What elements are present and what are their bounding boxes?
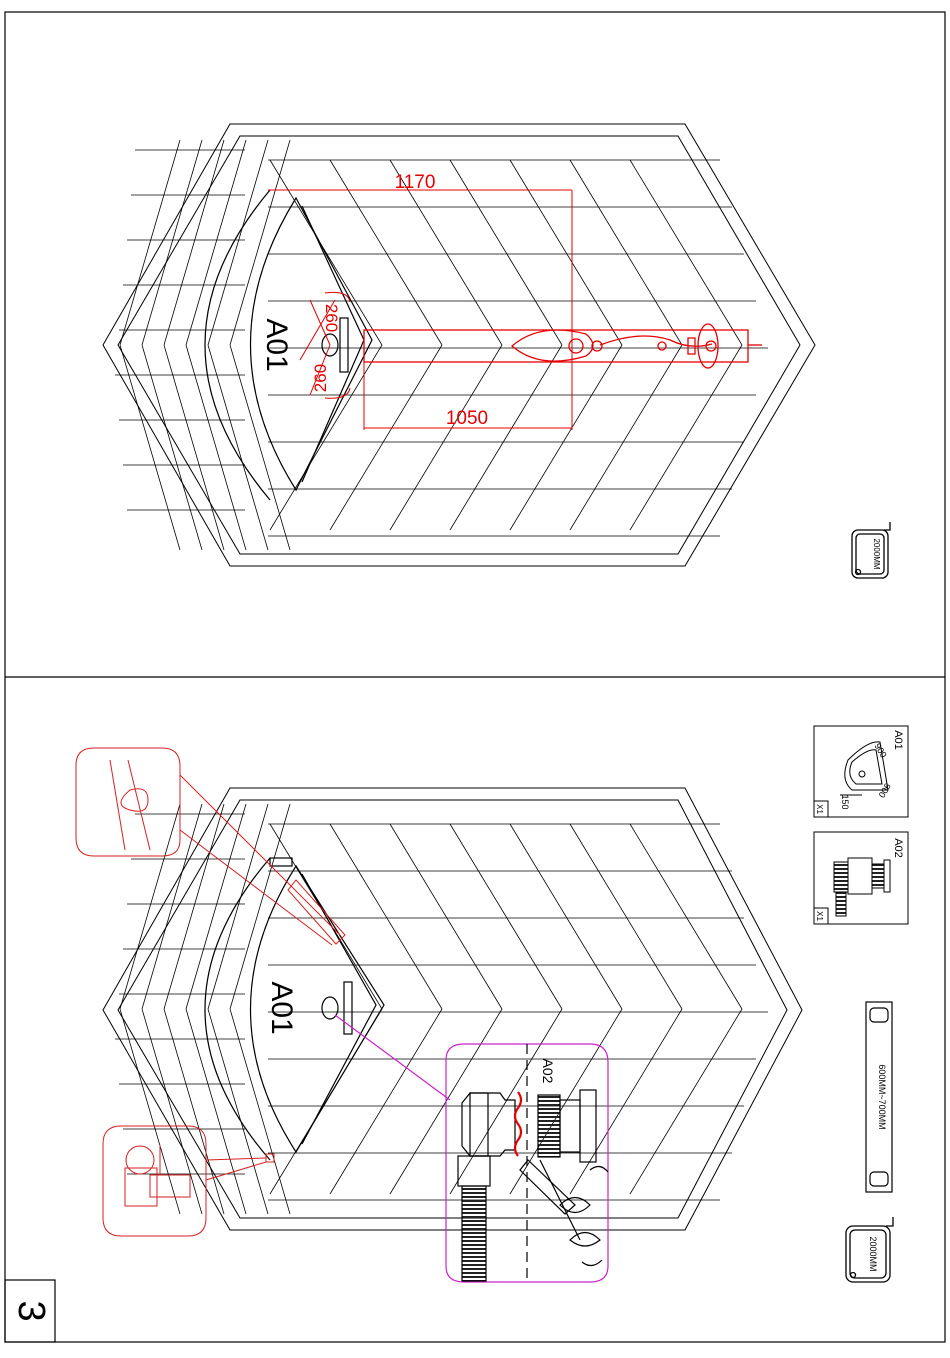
dim-width-bottom: 1050 (446, 408, 488, 429)
tile-line (570, 824, 682, 1009)
dimension-lines (268, 190, 572, 430)
leg-detail-callout (103, 1126, 274, 1236)
tile-line (208, 1009, 268, 1214)
wall-corner-outline-bottom (103, 788, 802, 1230)
tile-line (330, 345, 442, 530)
tile-line (230, 1009, 290, 1214)
tile-line (330, 1009, 442, 1194)
tile-line (164, 804, 224, 1009)
foot-detail-callout (76, 748, 345, 945)
parts-a01-id: A01 (892, 730, 904, 750)
tile-line (510, 160, 622, 345)
waste-trap-a02 (458, 1090, 608, 1281)
tray-part-label: A01 (260, 318, 293, 371)
tile-line (164, 1009, 224, 1214)
parts-a01-qty: X1 (815, 804, 824, 814)
shower-column (364, 324, 762, 368)
step-number: 3 (10, 1300, 52, 1321)
tile-line (450, 345, 562, 530)
tile-line (570, 1009, 682, 1194)
dim-drain-offset-b: 260 (311, 364, 330, 392)
tape-measure-label-bottom: 2000MM (868, 1236, 878, 1271)
parts-a02-qty: X1 (815, 911, 824, 921)
tile-line (630, 160, 742, 345)
tile-line (164, 345, 224, 550)
tile-line (330, 824, 442, 1009)
waste-part-label: A02 (540, 1059, 556, 1084)
parts-a01-dim-a: 900 (873, 741, 889, 759)
tile-line (630, 345, 742, 530)
tile-line (120, 804, 180, 1009)
tile-line (570, 160, 682, 345)
top-panel: 1170 1050 260 260 A01 2000MM (103, 124, 890, 578)
tile-line (142, 804, 202, 1009)
tile-line (450, 160, 562, 345)
bottom-panel: A01 (76, 726, 908, 1282)
tile-line (186, 1009, 246, 1214)
tile-line (120, 140, 180, 345)
parts-a02-id: A02 (892, 838, 904, 858)
tile-line (570, 345, 682, 530)
parts-a01-dim-c: 150 (840, 794, 850, 809)
tile-line (630, 824, 742, 1009)
tile-line (208, 345, 268, 550)
dim-drain-offset-a: 260 (322, 304, 341, 332)
tile-line (120, 345, 180, 550)
tile-line (230, 140, 290, 345)
wall-tiles (115, 140, 768, 550)
dim-width-top: 1170 (395, 172, 436, 193)
tile-line (390, 824, 502, 1009)
tile-line (186, 140, 246, 345)
tile-line (142, 140, 202, 345)
spirit-level-label: 600MM~700MM (877, 1064, 887, 1129)
wall-tiles-bottom (115, 804, 768, 1214)
tile-line (630, 1009, 742, 1194)
tray-part-label-bottom: A01 (265, 981, 298, 1034)
tile-line (142, 345, 202, 550)
tile-line (450, 824, 562, 1009)
tile-line (164, 140, 224, 345)
tile-line (142, 1009, 202, 1214)
tile-line (208, 140, 268, 345)
tile-line (208, 804, 268, 1009)
tile-line (186, 345, 246, 550)
tile-line (390, 345, 502, 530)
tape-measure-icon (852, 522, 890, 578)
tile-line (186, 804, 246, 1009)
tile-line (230, 345, 290, 550)
tile-line (510, 824, 622, 1009)
tile-line (510, 345, 622, 530)
tape-measure-label: 2000MM (872, 538, 881, 569)
